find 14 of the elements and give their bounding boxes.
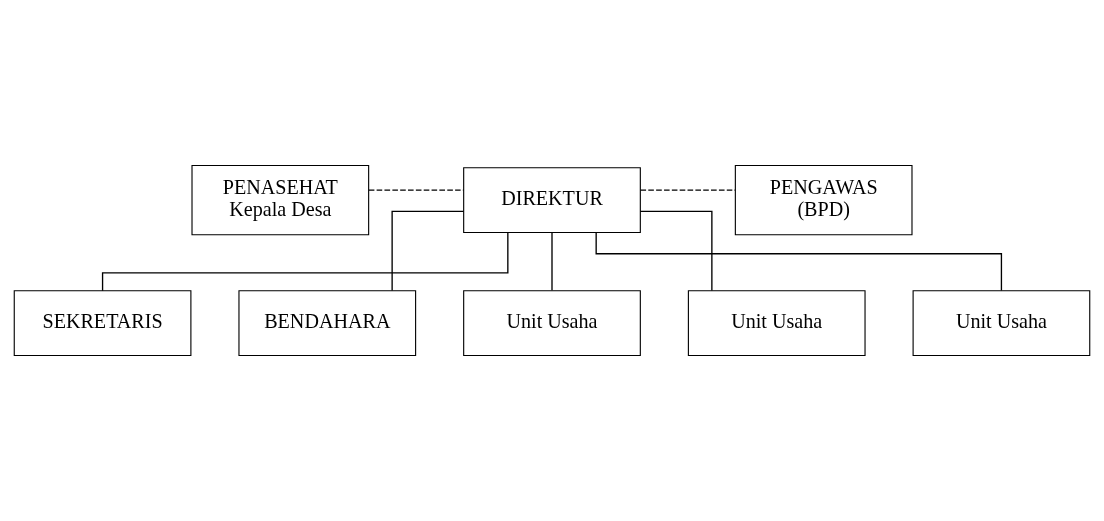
node-box: Unit Usaha — [912, 290, 1091, 357]
connector — [595, 231, 1003, 292]
node-box: Unit Usaha — [463, 290, 641, 357]
node-box: PENGAWAS (BPD) — [734, 164, 913, 236]
connector — [551, 232, 553, 291]
connector — [368, 189, 465, 191]
node-box: Unit Usaha — [687, 290, 866, 357]
node-box: DIREKTUR — [463, 167, 641, 234]
connector — [101, 231, 509, 292]
connector — [391, 210, 465, 292]
node-box: BENDAHARA — [238, 290, 417, 357]
connector — [639, 210, 713, 292]
node-box: SEKRETARIS — [13, 290, 192, 357]
node-box: PENASEHAT Kepala Desa — [191, 164, 370, 236]
